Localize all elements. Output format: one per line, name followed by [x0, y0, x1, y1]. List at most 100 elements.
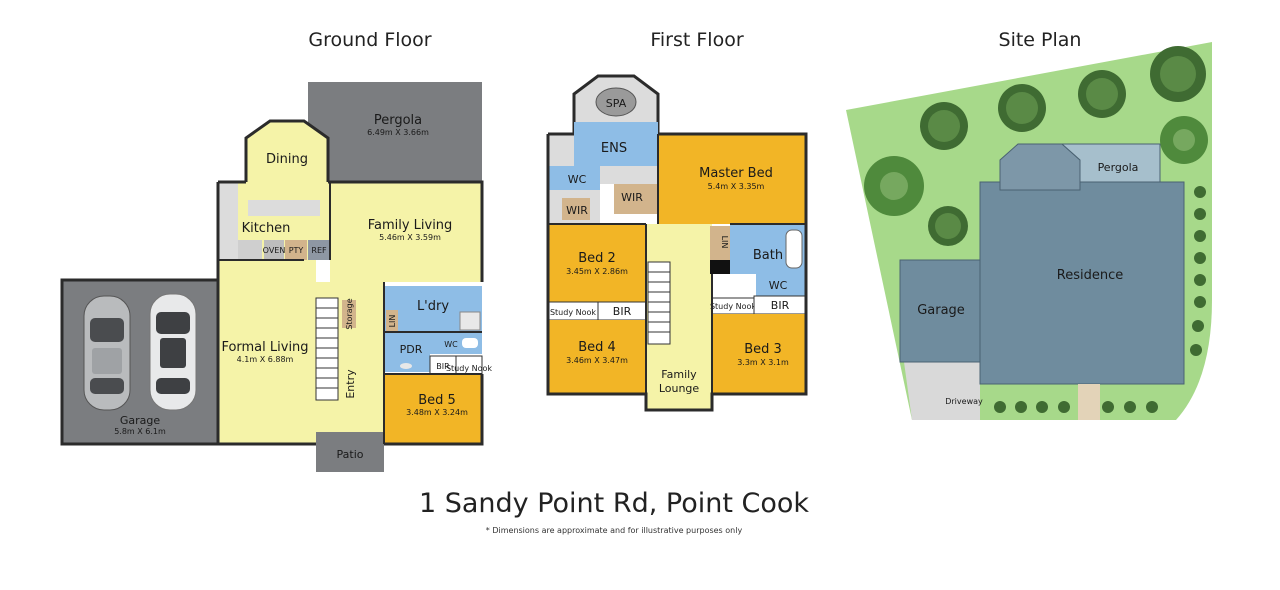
site-garage-label: Garage: [917, 303, 965, 318]
bir-left-label: BIR: [613, 305, 632, 318]
bed2-label: Bed 2: [578, 251, 616, 266]
site-plan: Driveway Pergola Residence Garage: [846, 42, 1212, 420]
site-pergola-label: Pergola: [1098, 161, 1139, 174]
stairs-upper: [647, 261, 671, 345]
family-living-dims: 5.46m X 3.59m: [379, 233, 441, 242]
wc-lower-label: WC: [769, 279, 788, 292]
formal-living-dims: 4.1m X 6.88m: [237, 355, 294, 364]
garage-label: Garage: [120, 414, 161, 427]
wc-area: [430, 332, 482, 354]
site-plan-title: Site Plan: [999, 29, 1082, 51]
pergola-dims: 6.49m X 3.66m: [367, 128, 429, 137]
storage-label: Storage: [345, 298, 354, 329]
storage-cupboard: [342, 300, 356, 328]
wc-lower-area: [756, 274, 806, 296]
vanity-icon: [600, 166, 658, 184]
oven-label: OVEN: [263, 246, 286, 255]
pergola-area: [308, 82, 482, 182]
master-bed-dims: 5.4m X 3.35m: [708, 182, 765, 191]
dining-area: [246, 121, 328, 182]
tree-icon: [920, 102, 968, 150]
family-living-label: Family Living: [368, 218, 453, 233]
pantry-label: PTY: [289, 246, 304, 255]
bed5-dims: 3.48m X 3.24m: [406, 408, 468, 417]
stove-icon: [238, 240, 262, 260]
wc-upper-area: [548, 166, 600, 190]
kitchen-island: [248, 200, 320, 216]
bed4-dims: 3.46m X 3.47m: [566, 356, 628, 365]
study-nook-label: Study Nook: [446, 364, 492, 373]
tree-icon: [1150, 46, 1206, 102]
shrub-row-right: [1190, 186, 1206, 356]
tree-icon: [998, 84, 1046, 132]
ground-floor-plan: Garage 5.8m X 6.1m Pergola 6.49m X 3.66m…: [60, 82, 492, 472]
shrub-row-bottom: [994, 401, 1158, 413]
linen-cupboard: [386, 310, 398, 332]
master-bed-label: Master Bed: [699, 166, 773, 181]
wc-label: WC: [444, 340, 458, 349]
driveway-area: [904, 362, 980, 420]
tree-icon: [1078, 70, 1126, 118]
palm-tree-icon: [864, 156, 924, 216]
formal-living-area: [218, 260, 316, 444]
bed3-area: [712, 314, 806, 394]
trough-icon: [459, 311, 481, 331]
pergola-label: Pergola: [374, 113, 422, 128]
bath-label: Bath: [753, 248, 783, 263]
bed4-label: Bed 4: [578, 340, 616, 355]
patio-area: [316, 432, 384, 472]
toilet-icon: [462, 338, 478, 348]
bathtub-icon: [785, 229, 803, 269]
wir-right: [614, 184, 658, 214]
driveway-label: Driveway: [945, 397, 983, 406]
bed2-dims: 3.45m X 2.86m: [566, 267, 628, 276]
linen-upper-label: LIN: [720, 236, 729, 249]
stairs: [315, 297, 339, 401]
garage-dims: 5.8m X 6.1m: [114, 427, 166, 436]
entry-label: Entry: [344, 369, 357, 399]
entry-path: [1078, 384, 1100, 420]
wir-right-label: WIR: [621, 191, 643, 204]
formal-living-label: Formal Living: [221, 340, 308, 355]
master-bed-area: [658, 134, 806, 224]
residence-roof: [979, 181, 1185, 385]
residence-label: Residence: [1057, 268, 1123, 283]
bir-right-label: BIR: [771, 299, 790, 312]
bed2-area: [548, 224, 646, 302]
linen-dark-shelf: [710, 260, 730, 274]
study-nook-right-label: Study Nook: [710, 302, 756, 311]
linen-label: LIN: [388, 315, 397, 328]
wir-left: [562, 198, 590, 220]
site-garage-roof: [899, 259, 981, 363]
palm-tree-icon: [1160, 116, 1208, 164]
pergola-roof: [1060, 143, 1161, 183]
kitchen-label: Kitchen: [242, 221, 291, 236]
bed3-dims: 3.3m X 3.1m: [737, 358, 789, 367]
car-icon: [83, 295, 131, 411]
bed3-label: Bed 3: [744, 342, 782, 357]
first-floor-plan: SPA ENS WC WIR WIR Master Bed 5.4m X 3.3…: [546, 74, 808, 412]
basin-icon: [400, 363, 412, 369]
family-living-area: [330, 182, 482, 282]
family-lounge-label-2: Lounge: [659, 382, 700, 395]
patio-label: Patio: [337, 448, 364, 461]
family-lounge-label-1: Family: [661, 368, 697, 381]
dining-label: Dining: [266, 152, 308, 167]
residence-bay-roof: [999, 143, 1081, 191]
study-nook-left-label: Study Nook: [550, 308, 596, 317]
laundry-label: L'dry: [417, 299, 449, 314]
bir-label: BIR: [436, 362, 450, 371]
pdr-label: PDR: [400, 343, 423, 356]
bed5-label: Bed 5: [418, 393, 456, 408]
ensuite-label: ENS: [601, 141, 627, 156]
car-icon: [149, 293, 197, 411]
disclaimer-note: * Dimensions are approximate and for ill…: [486, 526, 743, 535]
spa-label: SPA: [606, 97, 627, 110]
spa-tub: [595, 87, 637, 117]
bed4-area: [548, 320, 646, 394]
shelf-area: [548, 134, 574, 166]
property-address: 1 Sandy Point Rd, Point Cook: [419, 488, 809, 519]
first-floor-title: First Floor: [650, 29, 743, 51]
wc-upper-label: WC: [568, 173, 587, 186]
